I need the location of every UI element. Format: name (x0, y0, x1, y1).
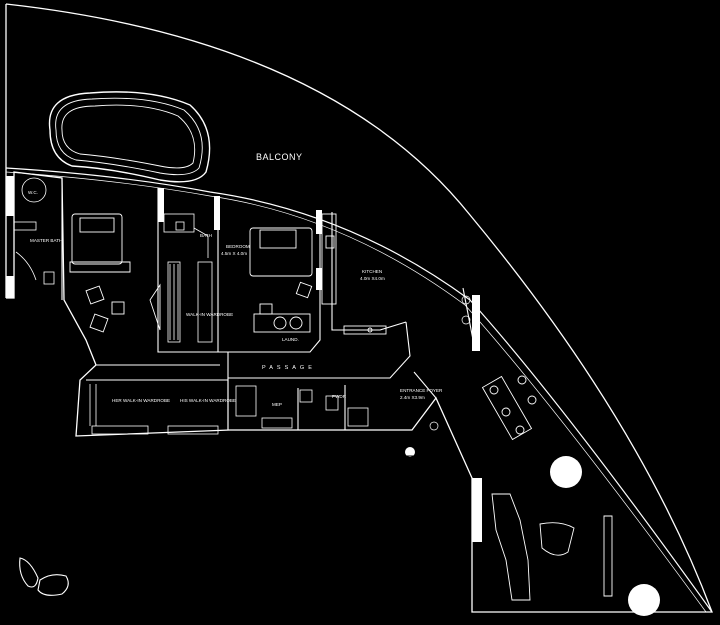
wall-blocks (6, 176, 482, 542)
master-bath-fixtures (13, 177, 55, 285)
mep-label: MEP (272, 402, 282, 407)
wc-label: W.C. (28, 190, 38, 195)
living-furniture (491, 493, 613, 601)
entry-arrow-icon (404, 447, 416, 457)
round-table-lower (628, 584, 660, 616)
kitchen-fixtures (321, 213, 387, 335)
bedroom-furniture (249, 227, 313, 299)
bath-label: BATH (200, 233, 212, 238)
pool-feature (48, 91, 211, 183)
bedroom-size-label: 4.5m X 4.0m (221, 251, 247, 256)
laundry-label: LAUND. (282, 337, 299, 342)
walkin-wardrobe-label: WALK-IN WARDROBE (186, 312, 233, 317)
entrance-label: ENTRANCE FOYER (400, 388, 443, 393)
round-table-upper (550, 456, 582, 488)
logo-icon (19, 557, 69, 596)
balcony-edge-inner (5, 171, 707, 613)
bedroom-label: BEDROOM (226, 244, 250, 249)
powder-label: PWDR (332, 394, 347, 399)
lower-wardrobes (89, 384, 369, 435)
plant-icons (429, 295, 471, 431)
interior-walls (61, 178, 476, 430)
outer-boundary (5, 3, 713, 613)
master-bath-label: MASTER BATH (30, 238, 62, 243)
balcony-edge (5, 167, 713, 613)
entrance-size-label: 2.4m X3.9m (400, 395, 425, 400)
master-bedroom-furniture (69, 213, 161, 333)
bath-wardrobe-fixtures (163, 213, 213, 343)
passage-label: PASSAGE (262, 365, 316, 371)
dining-furniture (481, 375, 537, 441)
balcony-label: BALCONY (256, 152, 303, 162)
kitchen-size-label: 4.0m X4.0m (360, 276, 385, 281)
his-wardrobe-label: HIS WALK-IN WARDROBE (180, 398, 236, 403)
her-wardrobe-label: HER WALK-IN WARDROBE (112, 398, 170, 403)
kitchen-label: KITCHEN (362, 269, 382, 274)
laundry-fixtures (253, 303, 311, 333)
